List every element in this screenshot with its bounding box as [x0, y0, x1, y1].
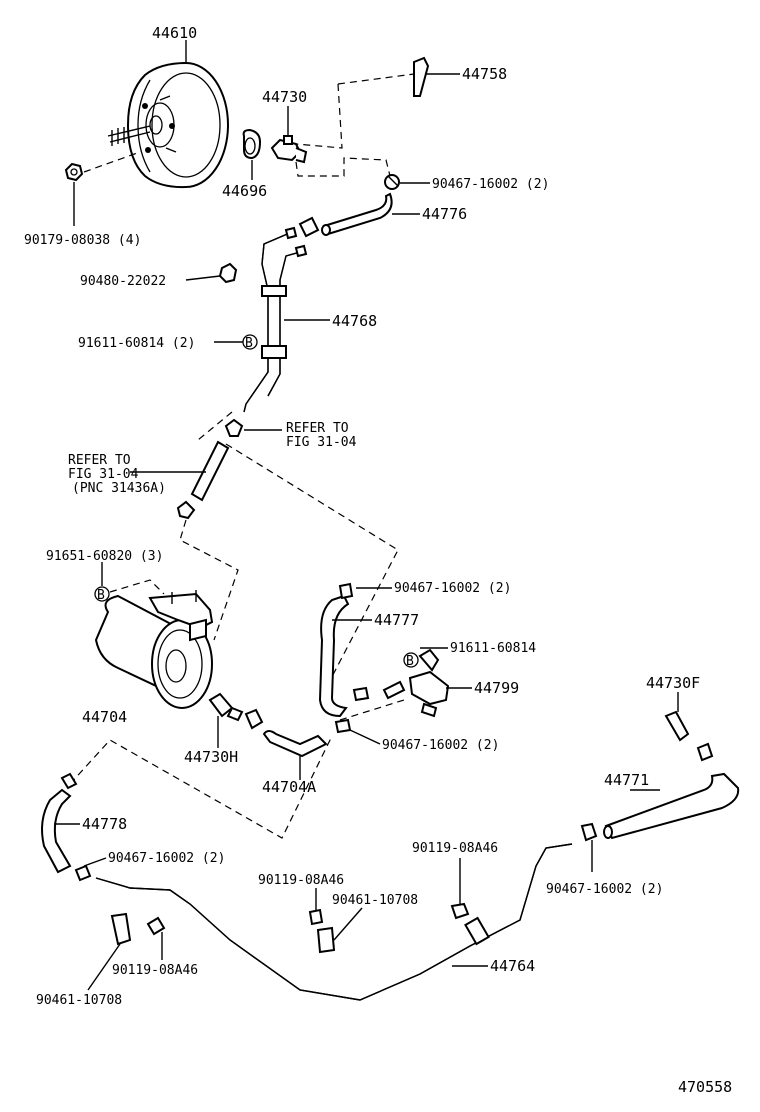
bolt-90119-mid	[308, 908, 324, 926]
nut-90179	[64, 151, 141, 182]
bolt-91651-marker: B	[94, 579, 165, 603]
leader-lines	[54, 40, 679, 991]
brake-booster-44610	[107, 62, 229, 189]
valve-44730F	[664, 710, 714, 762]
label-44771: 44771	[604, 771, 649, 789]
label-44799: 44799	[474, 679, 519, 697]
label-44704: 44704	[82, 708, 127, 726]
label-44730: 44730	[262, 88, 307, 106]
bolt-91611-marker: B	[242, 334, 258, 351]
label-90467-e: 90467-16002 (2)	[546, 882, 663, 897]
label-44764: 44764	[490, 957, 535, 975]
bolt-90119-left	[146, 916, 166, 936]
marker-b: B	[406, 654, 414, 669]
label-44776: 44776	[422, 205, 467, 223]
charcoal-canister-44704	[94, 590, 214, 709]
bolt-91611-b-marker: B	[403, 652, 419, 669]
label-44777: 44777	[374, 611, 419, 629]
nut-90480	[218, 262, 238, 284]
clamp-refer	[224, 418, 244, 437]
label-91611-a: 91611-60814 (2)	[78, 336, 195, 351]
label-refer1-line2: FIG 31-04	[286, 435, 357, 450]
label-90467-c: 90467-16002 (2)	[382, 738, 499, 753]
label-90179: 90179-08038 (4)	[24, 233, 141, 248]
check-valve-44730	[270, 122, 308, 164]
label-44768: 44768	[332, 312, 377, 330]
hose-44777	[318, 582, 370, 734]
label-90461-b: 90461-10708	[36, 993, 122, 1008]
clamp-90467-top	[384, 174, 400, 190]
marker-b: B	[97, 588, 105, 603]
grommet-44696	[242, 128, 262, 160]
label-refer2-line3: (PNC 31436A)	[72, 481, 166, 496]
pipe-44764	[95, 843, 573, 1001]
label-refer2-line1: REFER TO	[68, 453, 131, 468]
hose-44771	[580, 772, 740, 842]
label-91611-b: 91611-60814	[450, 641, 536, 656]
marker-b: B	[245, 336, 253, 351]
label-90119-a: 90119-08A46	[412, 841, 498, 856]
label-90119-c: 90119-08A46	[112, 963, 198, 978]
bracket-44758	[413, 56, 430, 97]
figure-number: 470558	[678, 1078, 732, 1096]
vsv-44799	[382, 648, 450, 718]
bolt-90119-right	[450, 902, 470, 920]
label-44758: 44758	[462, 65, 507, 83]
label-44730H: 44730H	[184, 748, 238, 766]
label-44610: 44610	[152, 24, 197, 42]
label-refer2-line2: FIG 31-04	[68, 467, 139, 482]
label-90467-d: 90467-16002 (2)	[108, 851, 225, 866]
label-refer1-line1: REFER TO	[286, 421, 349, 436]
hose-refer	[176, 440, 230, 520]
hose-44704A	[262, 730, 328, 758]
label-44696: 44696	[222, 182, 267, 200]
clamp-90461-left	[110, 912, 132, 946]
hose-44778	[41, 772, 92, 882]
label-44778: 44778	[82, 815, 127, 833]
label-90480: 90480-22022	[80, 274, 166, 289]
label-90119-b: 90119-08A46	[258, 873, 344, 888]
pipe-assembly-44768	[243, 226, 308, 413]
label-90461-a: 90461-10708	[332, 893, 418, 908]
hose-44776	[298, 192, 393, 238]
label-90467-b: 90467-16002 (2)	[394, 581, 511, 596]
label-90467-a: 90467-16002 (2)	[432, 177, 549, 192]
clamp-90461-mid	[316, 926, 336, 954]
label-91651: 91651-60820 (3)	[46, 549, 163, 564]
valve-44730H	[208, 692, 264, 730]
label-44730F: 44730F	[646, 674, 700, 692]
label-44704A: 44704A	[262, 778, 316, 796]
